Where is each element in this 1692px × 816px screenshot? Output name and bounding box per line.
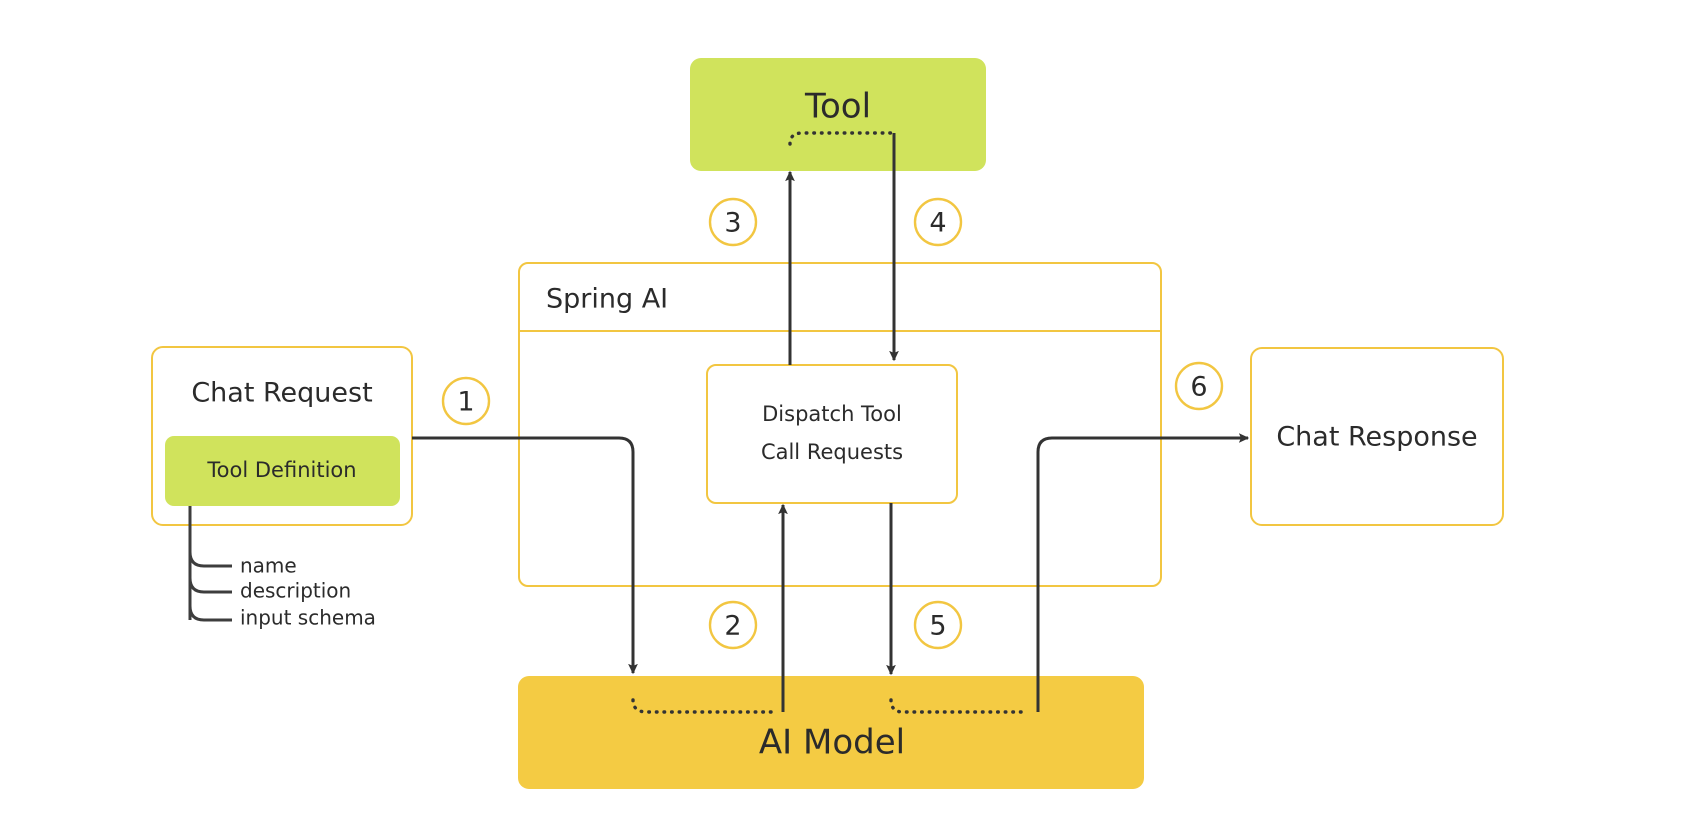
ai-model-label: AI Model — [759, 723, 905, 763]
ai-model-node[interactable]: AI Model — [518, 676, 1144, 789]
arrow-step-3 — [785, 131, 896, 365]
arrow-dotted-tail-1 — [631, 698, 774, 714]
tree-branch-name — [188, 551, 232, 568]
step-badge-3-circle — [708, 197, 758, 247]
dispatch-label-line2: Call Requests — [761, 440, 903, 464]
tool-definition-label: Tool Definition — [206, 458, 356, 482]
step-badge-6-circle — [1174, 361, 1224, 411]
arrow-step-1 — [412, 436, 774, 714]
dispatch-box[interactable] — [706, 364, 958, 504]
arrow-path-1 — [412, 436, 638, 675]
step-badge-4-label: 4 — [929, 208, 946, 239]
arrow-dotted-tail-5 — [889, 698, 1030, 714]
step-badge-1-circle — [441, 376, 491, 426]
step-badge-6: 6 — [1174, 361, 1224, 411]
tool-box[interactable] — [690, 58, 986, 171]
step-badge-5-label: 5 — [929, 611, 946, 642]
arrow-step-5 — [886, 503, 1030, 714]
tree-label-description: description — [240, 579, 351, 603]
tree-branch-description — [188, 577, 232, 594]
tree-label-input-schema: input schema — [240, 606, 376, 630]
chat-request-node[interactable]: Chat Request Tool Definition — [151, 346, 413, 526]
tool-definition-attribute-tree: name description input schema — [188, 506, 376, 630]
step-badge-6-label: 6 — [1190, 372, 1207, 403]
step-badge-2-label: 2 — [724, 611, 741, 642]
arrow-path-6 — [1036, 433, 1250, 712]
tool-node[interactable]: Tool — [690, 58, 986, 171]
arrow-step-6 — [1036, 433, 1250, 712]
ai-model-box[interactable] — [518, 676, 1144, 789]
step-badge-4-circle — [913, 197, 963, 247]
step-badge-1: 1 — [441, 376, 491, 426]
dispatch-node[interactable]: Dispatch Tool Call Requests — [706, 364, 958, 504]
chat-request-label: Chat Request — [191, 378, 372, 409]
tool-definition-box[interactable] — [165, 436, 400, 506]
step-badge-2: 2 — [708, 600, 758, 650]
chat-response-box[interactable] — [1250, 347, 1504, 526]
chat-response-label: Chat Response — [1276, 422, 1477, 453]
tool-label: Tool — [804, 87, 871, 127]
step-badge-4: 4 — [913, 197, 963, 247]
spring-ai-title: Spring AI — [546, 284, 668, 315]
arrow-dotted-tail-3 — [788, 131, 896, 146]
step-badge-5: 5 — [913, 600, 963, 650]
dispatch-label-line1: Dispatch Tool — [762, 402, 902, 426]
tree-label-name: name — [240, 554, 297, 578]
step-badge-3-label: 3 — [724, 208, 741, 239]
step-badge-1-label: 1 — [457, 387, 474, 418]
step-badge-2-circle — [708, 600, 758, 650]
chat-response-node[interactable]: Chat Response — [1250, 347, 1504, 526]
tree-branch-input-schema — [188, 605, 232, 622]
step-badge-3: 3 — [708, 197, 758, 247]
step-badge-5-circle — [913, 600, 963, 650]
